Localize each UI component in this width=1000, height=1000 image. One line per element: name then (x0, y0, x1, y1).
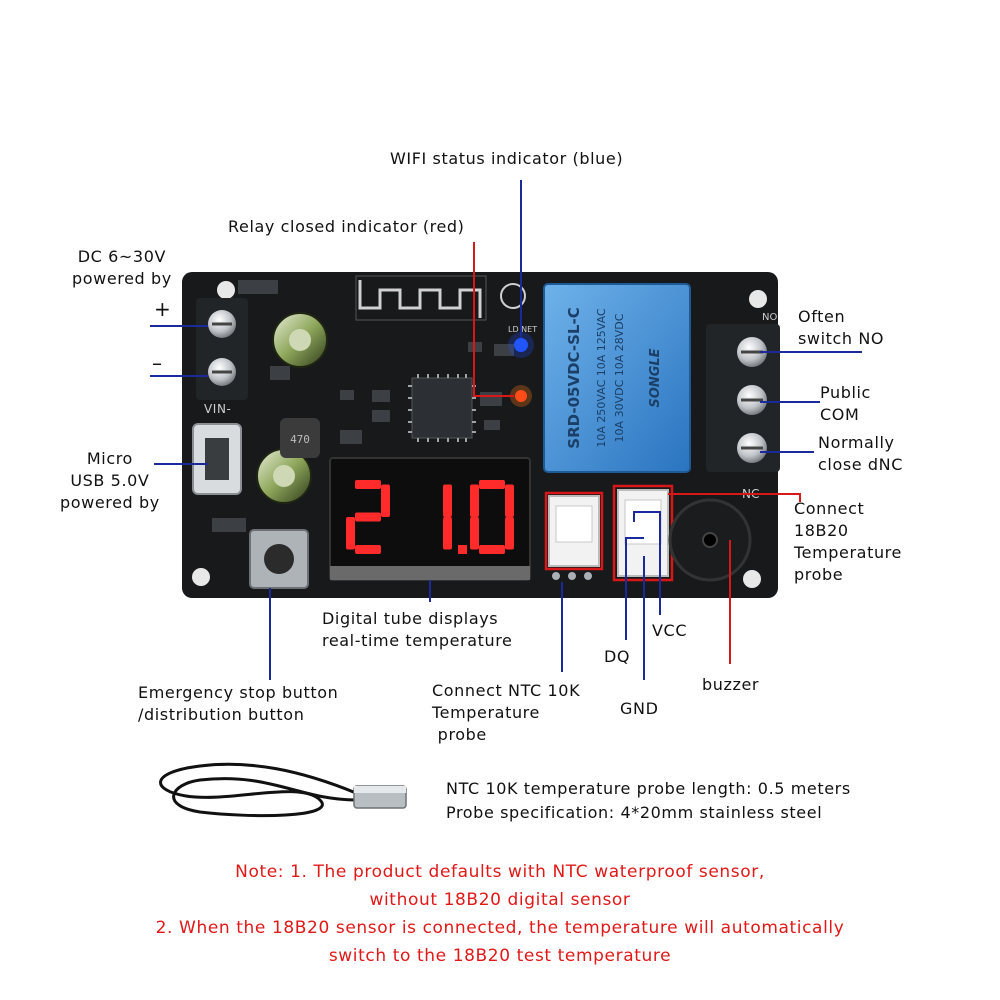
ntc-connector-label: Connect NTC 10K Temperature probe (432, 681, 581, 744)
buzzer-label: buzzer (702, 675, 760, 694)
push-button (249, 529, 309, 589)
svg-text:470: 470 (290, 433, 310, 446)
digit-2-segment-b (505, 484, 514, 517)
digit-2-segment-e (470, 517, 479, 550)
digit-2-segment-d (479, 545, 505, 554)
svg-text:SONGLE: SONGLE (648, 348, 663, 407)
relay-led (515, 390, 527, 402)
dc-terminal-block (196, 298, 248, 400)
vcc-label: VCC (652, 621, 688, 640)
decimal-point (458, 545, 467, 554)
micro-usb-port (192, 423, 242, 495)
wifi-indicator-label: WIFI status indicator (blue) (390, 149, 624, 168)
usb-power-label: Micro USB 5.0V powered by (60, 449, 160, 512)
digit-0-segment-d (355, 545, 381, 554)
ds18b20-label: Connect 18B20 Temperature probe (794, 499, 902, 584)
digit-2-segment-c (505, 517, 514, 550)
digit-1-segment-c (443, 517, 452, 550)
relay-indicator-label: Relay closed indicator (red) (228, 217, 465, 236)
capacitor (256, 312, 328, 504)
digit-0-segment-e (346, 517, 355, 550)
wifi-led (514, 338, 528, 352)
display-digits (346, 480, 514, 554)
probe-spec-text: Probe specification: 4*20mm stainless st… (446, 803, 823, 822)
svg-text:SRD-05VDC-SL-C: SRD-05VDC-SL-C (565, 307, 583, 448)
digit-2-segment-a (479, 480, 505, 489)
svg-text:NO: NO (762, 312, 777, 323)
digit-0-segment-b (381, 484, 390, 517)
note-line-4: switch to the 18B20 test temperature (328, 946, 672, 966)
svg-text:LD NET: LD NET (508, 325, 537, 334)
inductor: 470 (280, 418, 320, 458)
ntc-probe (159, 762, 407, 818)
plus-label: + (154, 297, 172, 321)
com-terminal-label: Public COM (820, 383, 871, 424)
display-label: Digital tube displays real-time temperat… (322, 609, 513, 650)
no-terminal-label: Often switch NO (798, 307, 885, 348)
header-pins (552, 572, 592, 580)
dq-label: DQ (604, 647, 631, 666)
buzzer (668, 498, 752, 582)
digit-2-segment-f (470, 484, 479, 517)
note-line-1: Note: 1. The product defaults with NTC w… (235, 862, 765, 882)
digit-0-segment-g (355, 512, 381, 522)
output-terminal-block (706, 324, 780, 472)
button-label: Emergency stop button /distribution butt… (138, 683, 339, 724)
note-line-3: 2. When the 18B20 sensor is connected, t… (155, 918, 845, 938)
dc-power-label: DC 6~30V powered by (72, 247, 172, 288)
vin-mark: VIN- (204, 402, 232, 416)
gnd-label: GND (620, 699, 659, 718)
digit-0-segment-a (355, 480, 381, 489)
digit-1-segment-b (443, 484, 452, 517)
svg-text:10A 30VDC 10A 28VDC: 10A 30VDC 10A 28VDC (613, 313, 626, 442)
note-line-2: without 18B20 digital sensor (369, 890, 631, 910)
svg-text:10A 250VAC 10A 125VAC: 10A 250VAC 10A 125VAC (595, 308, 608, 448)
mcu-chip (408, 374, 476, 442)
leader-lines (150, 180, 862, 680)
minus-label: – (152, 351, 163, 375)
smd-components (212, 280, 514, 532)
probe-length-text: NTC 10K temperature probe length: 0.5 me… (446, 779, 851, 798)
ntc-connector (544, 491, 604, 571)
nc-terminal-label: Normally close dNC (818, 433, 903, 474)
relay: SRD-05VDC-SL-C 10A 250VAC 10A 125VAC 10A… (543, 283, 691, 473)
